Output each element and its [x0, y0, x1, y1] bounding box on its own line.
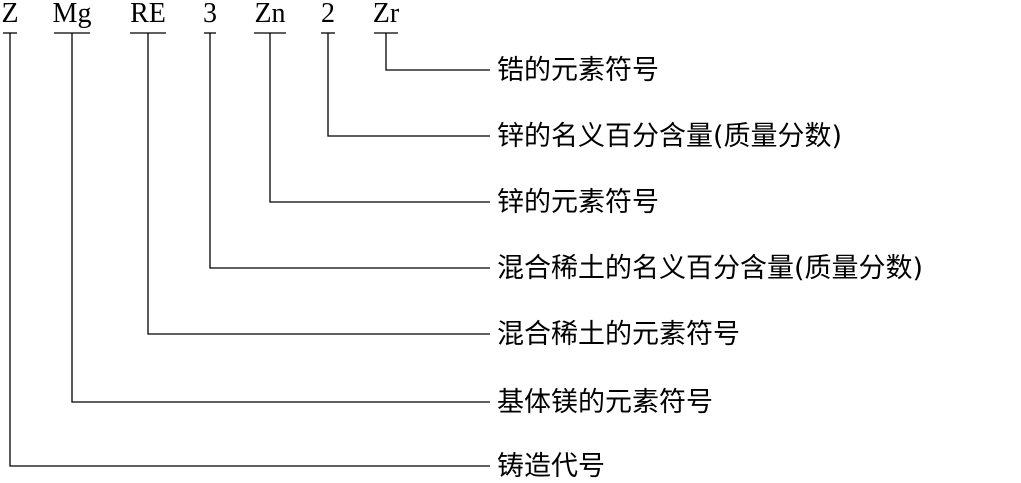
code-7: Zr — [373, 0, 400, 29]
leader-line — [209, 33, 490, 269]
leader-line — [147, 33, 490, 335]
meaning-3: 混合稀土的元素符号 — [497, 319, 740, 350]
code-4: 3 — [203, 0, 217, 29]
meaning-6: 锌的名义百分含量(质量分数) — [497, 121, 842, 152]
code-6: 2 — [321, 0, 335, 29]
code-3: RE — [130, 0, 166, 29]
meaning-4: 混合稀土的名义百分含量(质量分数) — [497, 253, 923, 284]
leader-line — [327, 33, 490, 137]
meaning-2: 基体镁的元素符号 — [497, 387, 713, 418]
meaning-5: 锌的元素符号 — [497, 187, 659, 218]
leader-line — [9, 33, 490, 467]
leader-line — [269, 33, 490, 203]
code-2: Mg — [53, 0, 92, 29]
code-row: Z Mg RE 3 Zn 2 Zr — [1, 0, 399, 29]
leader-line — [71, 33, 490, 403]
meaning-7: 锆的元素符号 — [497, 55, 659, 86]
leader-lines — [3, 32, 490, 467]
code-5: Zn — [254, 0, 285, 29]
code-1: Z — [1, 0, 18, 29]
leader-line — [385, 33, 490, 71]
meaning-1: 铸造代号 — [497, 451, 605, 482]
